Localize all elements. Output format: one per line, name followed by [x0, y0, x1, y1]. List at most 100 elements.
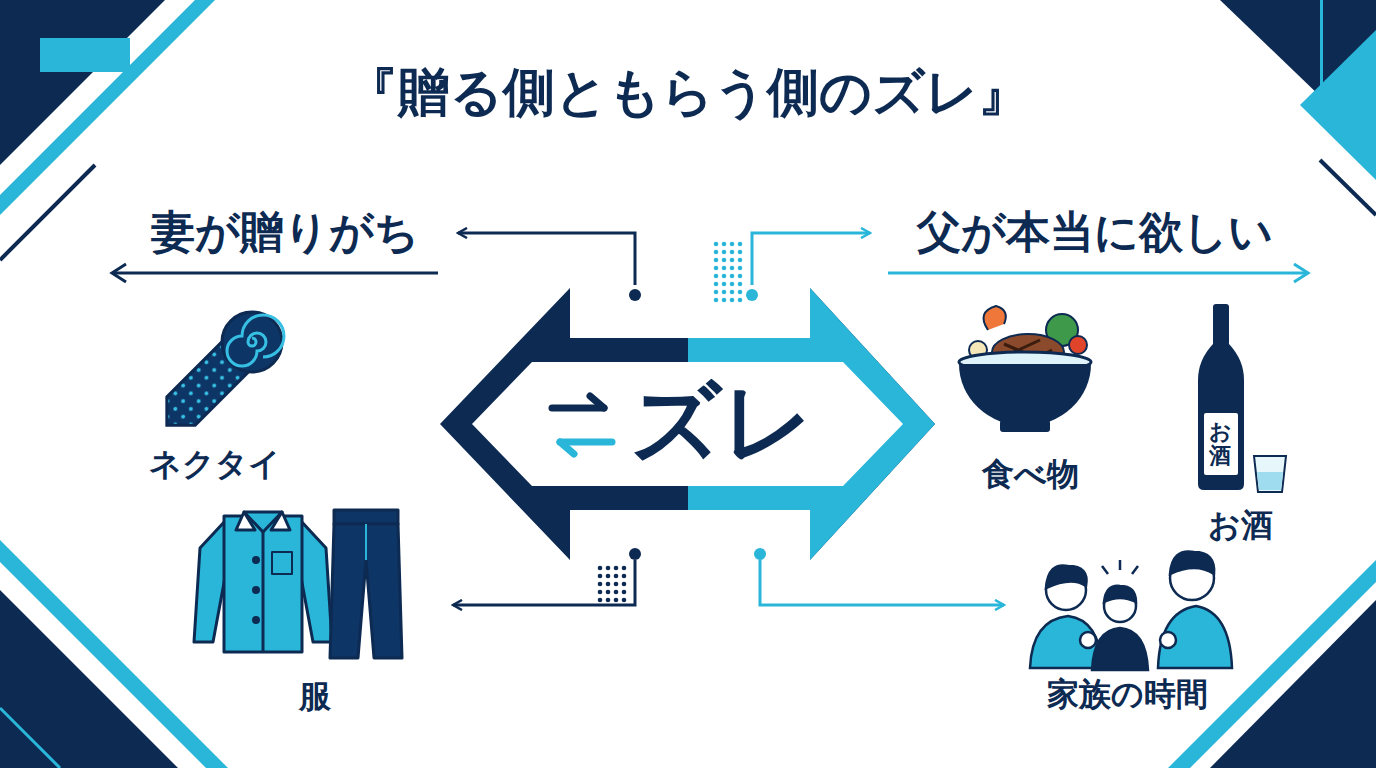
connector-dot [746, 289, 758, 301]
connector-arrow [752, 233, 870, 285]
corner-decoration [40, 38, 130, 72]
dot-grid [722, 258, 727, 263]
food-bowl-icon [984, 306, 1006, 330]
dot-grid [738, 242, 743, 247]
node-text: ズレ [630, 370, 814, 474]
dot-grid [722, 250, 727, 255]
necktie-icon [227, 315, 284, 366]
dot-grid [738, 274, 743, 279]
sake-bottle-icon [1257, 472, 1283, 490]
dot-grid [622, 566, 627, 571]
dot-grid [722, 266, 727, 271]
header-underline [112, 264, 126, 282]
family-icon [1030, 551, 1232, 670]
dot-grid [730, 242, 735, 247]
node-text: 家族の時間 [1047, 676, 1208, 713]
item-clothes: 服 [185, 505, 445, 717]
header-right: 父が本当に欲しい [878, 205, 1312, 261]
connector-arrow [458, 233, 635, 285]
item-tie: ネクタイ [130, 300, 300, 485]
corner-decoration [1320, 0, 1323, 90]
node-text: 妻が贈りがち [151, 207, 419, 258]
double-arrow-shape [440, 288, 935, 560]
clothes-icon [224, 516, 302, 652]
item-family: 家族の時間 [1012, 540, 1242, 715]
dot-grid [730, 274, 735, 279]
corner-decoration [0, 165, 95, 260]
dot-grid [714, 242, 719, 247]
necktie-icon [153, 312, 284, 439]
clothes-icon [236, 512, 255, 530]
dot-grid [714, 282, 719, 287]
node-text: お酒 [1208, 507, 1273, 544]
dot-grid [730, 266, 735, 271]
clothes-icon [194, 520, 226, 642]
food-bowl-icon [1069, 336, 1087, 354]
dot-grid [714, 274, 719, 279]
clothes-icon [254, 618, 259, 623]
connector-dot [754, 548, 766, 560]
dot-grid [614, 598, 619, 603]
clothes-icon [272, 552, 292, 574]
dot-grid [622, 574, 627, 579]
item-sake: お酒 [1176, 300, 1304, 546]
family-icon [1046, 565, 1087, 588]
dot-grid [714, 298, 719, 303]
sake-bottle-icon [1254, 456, 1286, 492]
dot-grid [622, 590, 627, 595]
dot-grid [738, 290, 743, 295]
dot-grid [598, 598, 603, 603]
dot-grid [598, 566, 603, 571]
node-text: 食べ物 [982, 456, 1079, 493]
dot-grid [722, 298, 727, 303]
clothes-icon [330, 524, 402, 658]
item-food: 食べ物 [950, 305, 1110, 495]
swap-arrows-symbol [560, 442, 574, 454]
dot-grid [730, 250, 735, 255]
center-arrow: ズレ [440, 285, 935, 560]
corner-decoration [1210, 600, 1376, 768]
header-underline [114, 272, 438, 275]
swap-arrows-symbol [590, 396, 604, 408]
dot-grid [606, 566, 611, 571]
bottle-label: お酒 [1209, 420, 1231, 468]
family-icon [1170, 551, 1214, 574]
connector-arrow [760, 560, 1004, 605]
node-text: 服 [299, 678, 331, 715]
dot-grid [598, 566, 627, 603]
dot-grid [606, 582, 611, 587]
dot-grid [738, 298, 743, 303]
family-icon [1104, 586, 1136, 602]
clothes-icon [262, 532, 265, 652]
clothes-icon [300, 520, 332, 642]
sake-bottle-icon [1198, 344, 1244, 490]
sake-bottle-icon [1203, 412, 1239, 476]
dot-grid [714, 250, 719, 255]
dot-grid [738, 258, 743, 263]
clothes-icon [271, 512, 290, 530]
dot-grid [730, 298, 735, 303]
double-arrow-shape [440, 288, 935, 560]
clothes-icon [194, 510, 402, 658]
header-underline [112, 264, 1308, 282]
dot-grid [614, 582, 619, 587]
sake-bottle-icon [1198, 304, 1286, 492]
dot-grid [614, 566, 619, 571]
dot-grid [614, 590, 619, 595]
node-text: ネクタイ [149, 446, 281, 483]
clothes-icon [254, 558, 259, 563]
clothes-icon [334, 510, 398, 524]
dot-grid [714, 242, 743, 303]
family-icon [1102, 560, 1138, 574]
clothes-icon [365, 524, 367, 560]
corner-decoration [1320, 160, 1376, 215]
header-underline [1294, 264, 1308, 282]
double-arrow-shape [472, 362, 903, 486]
dot-grid [722, 290, 727, 295]
clothes-icon [254, 588, 259, 593]
dot-grid [598, 590, 603, 595]
dot-grid [738, 266, 743, 271]
dot-grid [738, 250, 743, 255]
dot-grid [738, 282, 743, 287]
dot-grid [722, 274, 727, 279]
